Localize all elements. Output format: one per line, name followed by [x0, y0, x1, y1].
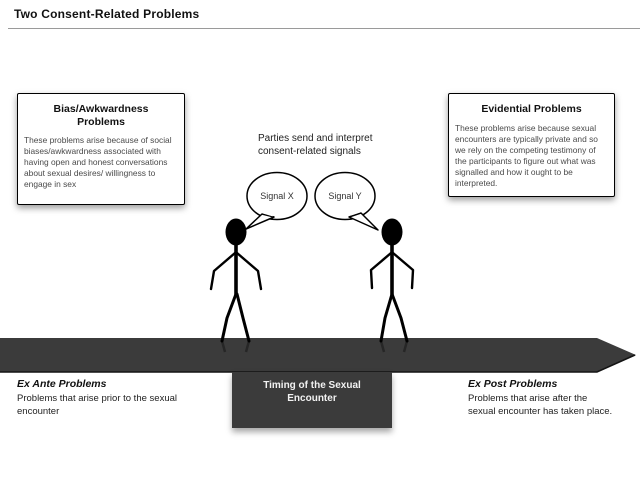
speech-bubble-left: [245, 171, 308, 230]
ex-post-title: Ex Post Problems: [468, 378, 558, 390]
page-title: Two Consent-Related Problems: [14, 7, 200, 21]
timing-box: Timing of the Sexual Encounter: [232, 372, 392, 428]
ex-post-block: Ex Post Problems Problems that arise aft…: [468, 378, 613, 418]
evidential-problems-box: Evidential Problems These problems arise…: [448, 93, 615, 197]
bias-awkwardness-box: Bias/Awkwardness Problems These problems…: [17, 93, 185, 205]
evidential-box-title: Evidential Problems: [481, 103, 582, 115]
signal-x-label: Signal X: [260, 191, 294, 201]
ex-post-body: Problems that arise after the sexual enc…: [468, 393, 613, 417]
signals-caption: Parties send and interpret consent-relat…: [258, 133, 373, 157]
bias-box-body: These problems arise because of social b…: [24, 135, 172, 189]
ex-ante-title: Ex Ante Problems: [17, 378, 107, 390]
title-divider-line: [8, 28, 640, 29]
stick-figure-left: [209, 218, 263, 343]
timeline-arrow: [0, 338, 636, 373]
evidential-box-body: These problems arise because sexual enco…: [455, 122, 598, 188]
ex-ante-body: Problems that arise prior to the sexual …: [17, 393, 177, 417]
stick-figure-right: [369, 218, 415, 343]
bias-box-title: Bias/Awkwardness Problems: [53, 103, 149, 128]
ex-ante-block: Ex Ante Problems Problems that arise pri…: [17, 378, 187, 418]
timing-label: Timing of the Sexual Encounter: [263, 380, 361, 404]
speech-bubble-right: [314, 171, 379, 231]
signal-y-label: Signal Y: [328, 191, 362, 201]
